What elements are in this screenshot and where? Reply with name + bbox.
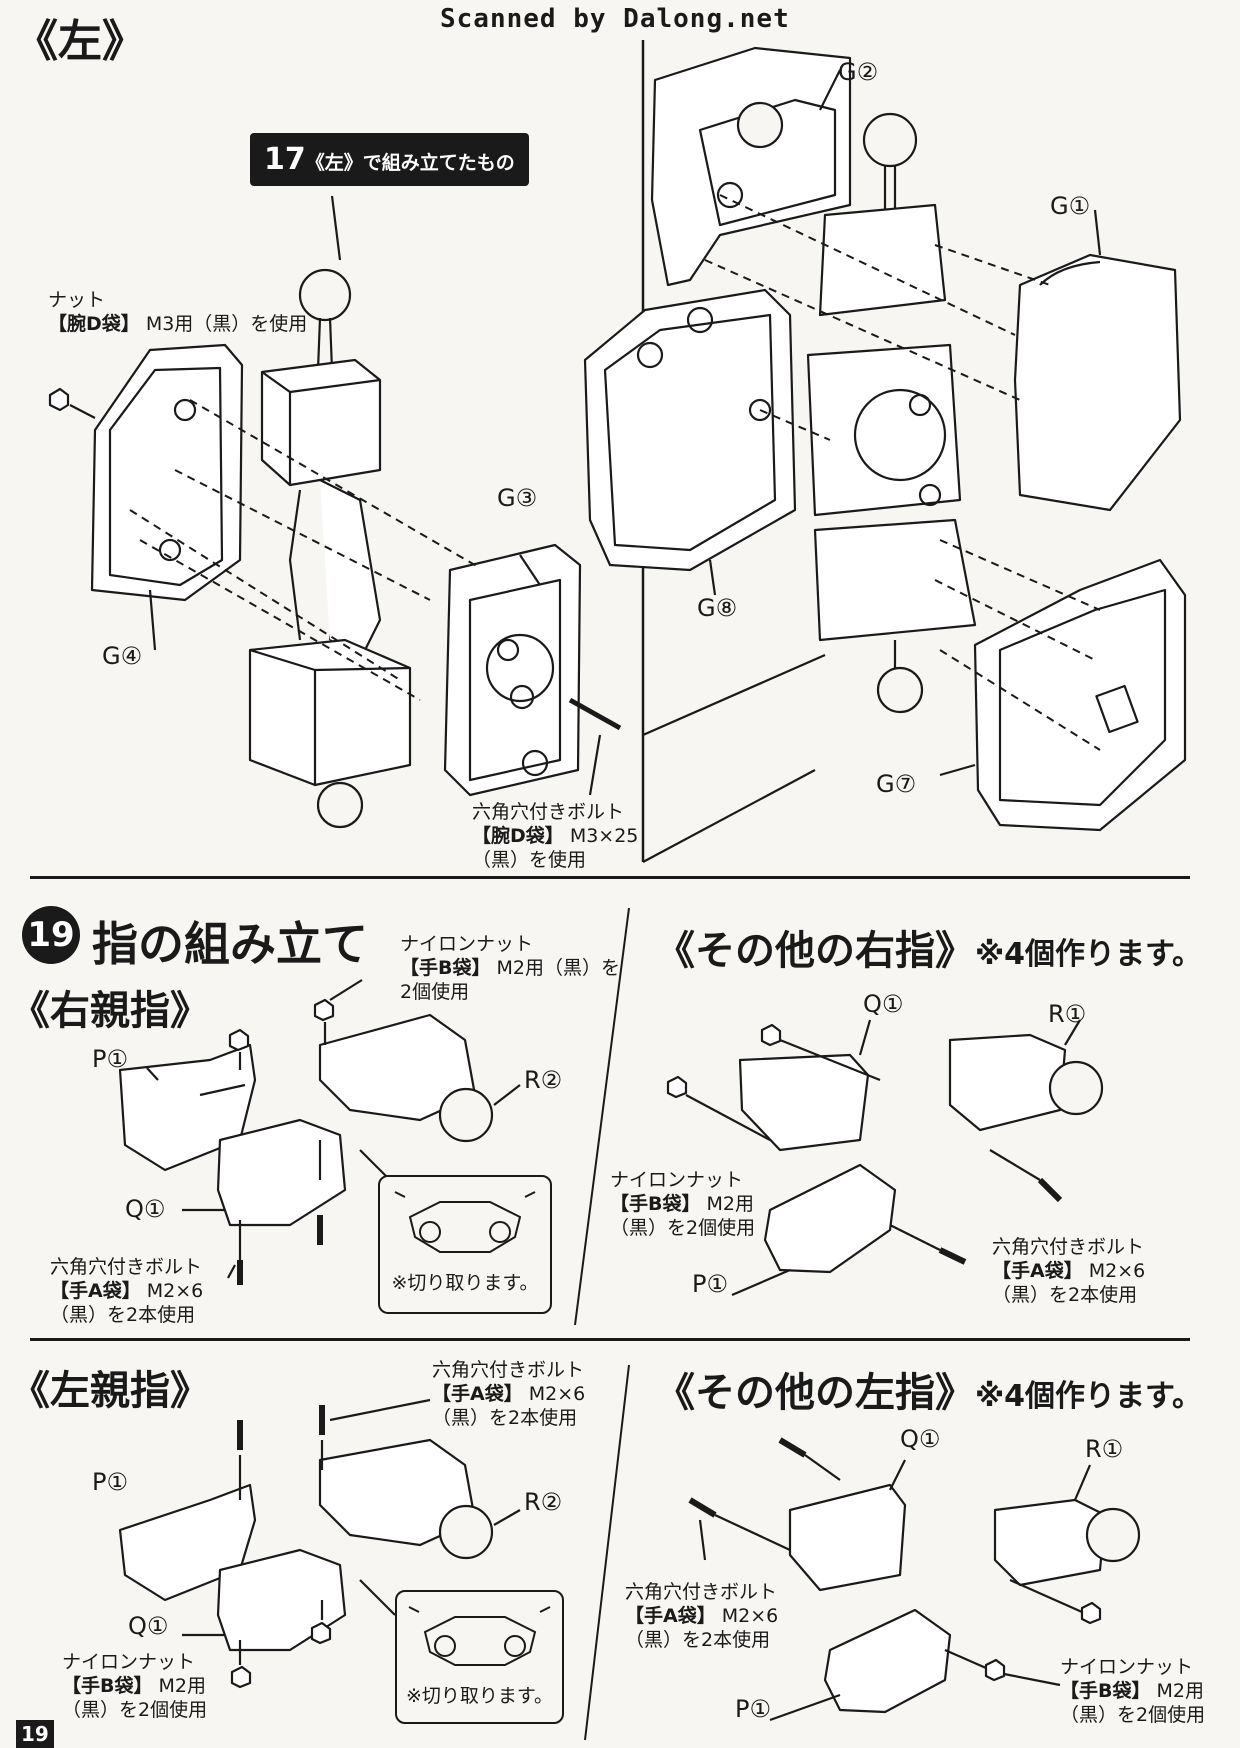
right-thumb-title: 《右親指》 [10,988,210,1034]
left-thumb-cut-box: ※切り取ります。 [395,1590,564,1724]
part-g8: G⑧ [697,594,738,622]
right-thumb-q1: Q① [125,1195,166,1223]
step-number-badge: 19 [22,906,80,964]
left-thumb-r2: R② [524,1488,563,1516]
left-thumb-cut-note: ※切り取ります。 [405,1685,554,1707]
part-g3: G③ [497,484,538,512]
cut-detail-icon [394,1191,536,1253]
other-right-nut-label: ナイロンナット 【手B袋】 M2用 （黒）を2個使用 [610,1169,756,1239]
right-arm-assembly-illustration [583,46,1187,863]
other-right-r1: R① [1048,1000,1087,1028]
other-right-p1: P① [692,1270,728,1298]
other-right-title: 《その他の右指》※4個作ります。 [655,928,1203,974]
section-divider [30,876,1190,879]
left-thumb-title: 《左親指》 [10,1368,210,1414]
right-thumb-r2: R② [524,1066,563,1094]
callout-text: 《左》で組み立てたもの [305,152,515,174]
part-g7: G⑦ [876,770,917,798]
other-left-p1: P① [735,1695,771,1723]
right-thumb-illustration [118,979,521,1285]
part-g4: G④ [102,642,143,670]
other-left-r1: R① [1085,1435,1124,1463]
right-thumb-cut-note: ※切り取ります。 [391,1272,539,1294]
left-thumb-nut-label: ナイロンナット 【手B袋】 M2用 （黒）を2個使用 [62,1651,208,1721]
step-title: 指の組み立て [92,917,368,971]
other-right-q1: Q① [863,990,904,1018]
callout-step-number: 17 [264,142,306,177]
other-left-note: ※4個作ります。 [975,1379,1203,1414]
left-thumb-q1: Q① [128,1612,169,1640]
left-arm-assembly-illustration [48,195,622,829]
section-label-left: 《左》 [14,16,146,67]
part-g1: G① [1050,192,1091,220]
cut-detail-icon [408,1606,551,1666]
other-left-q1: Q① [900,1425,941,1453]
part-g2: G② [838,58,879,86]
other-left-bolt-label: 六角穴付きボルト 【手A袋】 M2×6 （黒）を2本使用 [625,1581,779,1651]
left-thumb-p1: P① [92,1468,128,1496]
other-right-note: ※4個作ります。 [975,937,1203,972]
other-left-fingers-illustration [688,1437,1141,1722]
right-thumb-cut-box: ※切り取ります。 [378,1175,552,1314]
nylon-nut-label-top: ナイロンナット 【手B袋】 M2用（黒）を 2個使用 [400,933,621,1003]
bolt-label-top: 六角穴付きボルト 【腕D袋】 M3×25 （黒）を使用 [472,801,639,871]
right-thumb-p1: P① [92,1045,128,1073]
reference-callout: 17《左》で組み立てたもの [250,133,529,186]
other-left-nut-label: ナイロンナット 【手B袋】 M2用 （黒）を2個使用 [1060,1656,1206,1726]
other-left-title: 《その他の左指》※4個作ります。 [655,1370,1203,1416]
left-thumb-bolt-label: 六角穴付きボルト 【手A袋】 M2×6 （黒）を2本使用 [432,1359,586,1429]
page-number: 19 [16,1720,54,1748]
scanner-watermark: Scanned by Dalong.net [440,4,790,34]
right-thumb-bolt-label: 六角穴付きボルト 【手A袋】 M2×6 （黒）を2本使用 [50,1256,204,1326]
other-right-fingers-illustration [666,1019,1104,1297]
left-thumb-illustration [118,1398,521,1689]
nut-label: ナット 【腕D袋】 M3用（黒）を使用 [48,289,308,335]
other-right-bolt-label: 六角穴付きボルト 【手A袋】 M2×6 （黒）を2本使用 [992,1236,1146,1306]
section-divider-2 [30,1338,1190,1341]
